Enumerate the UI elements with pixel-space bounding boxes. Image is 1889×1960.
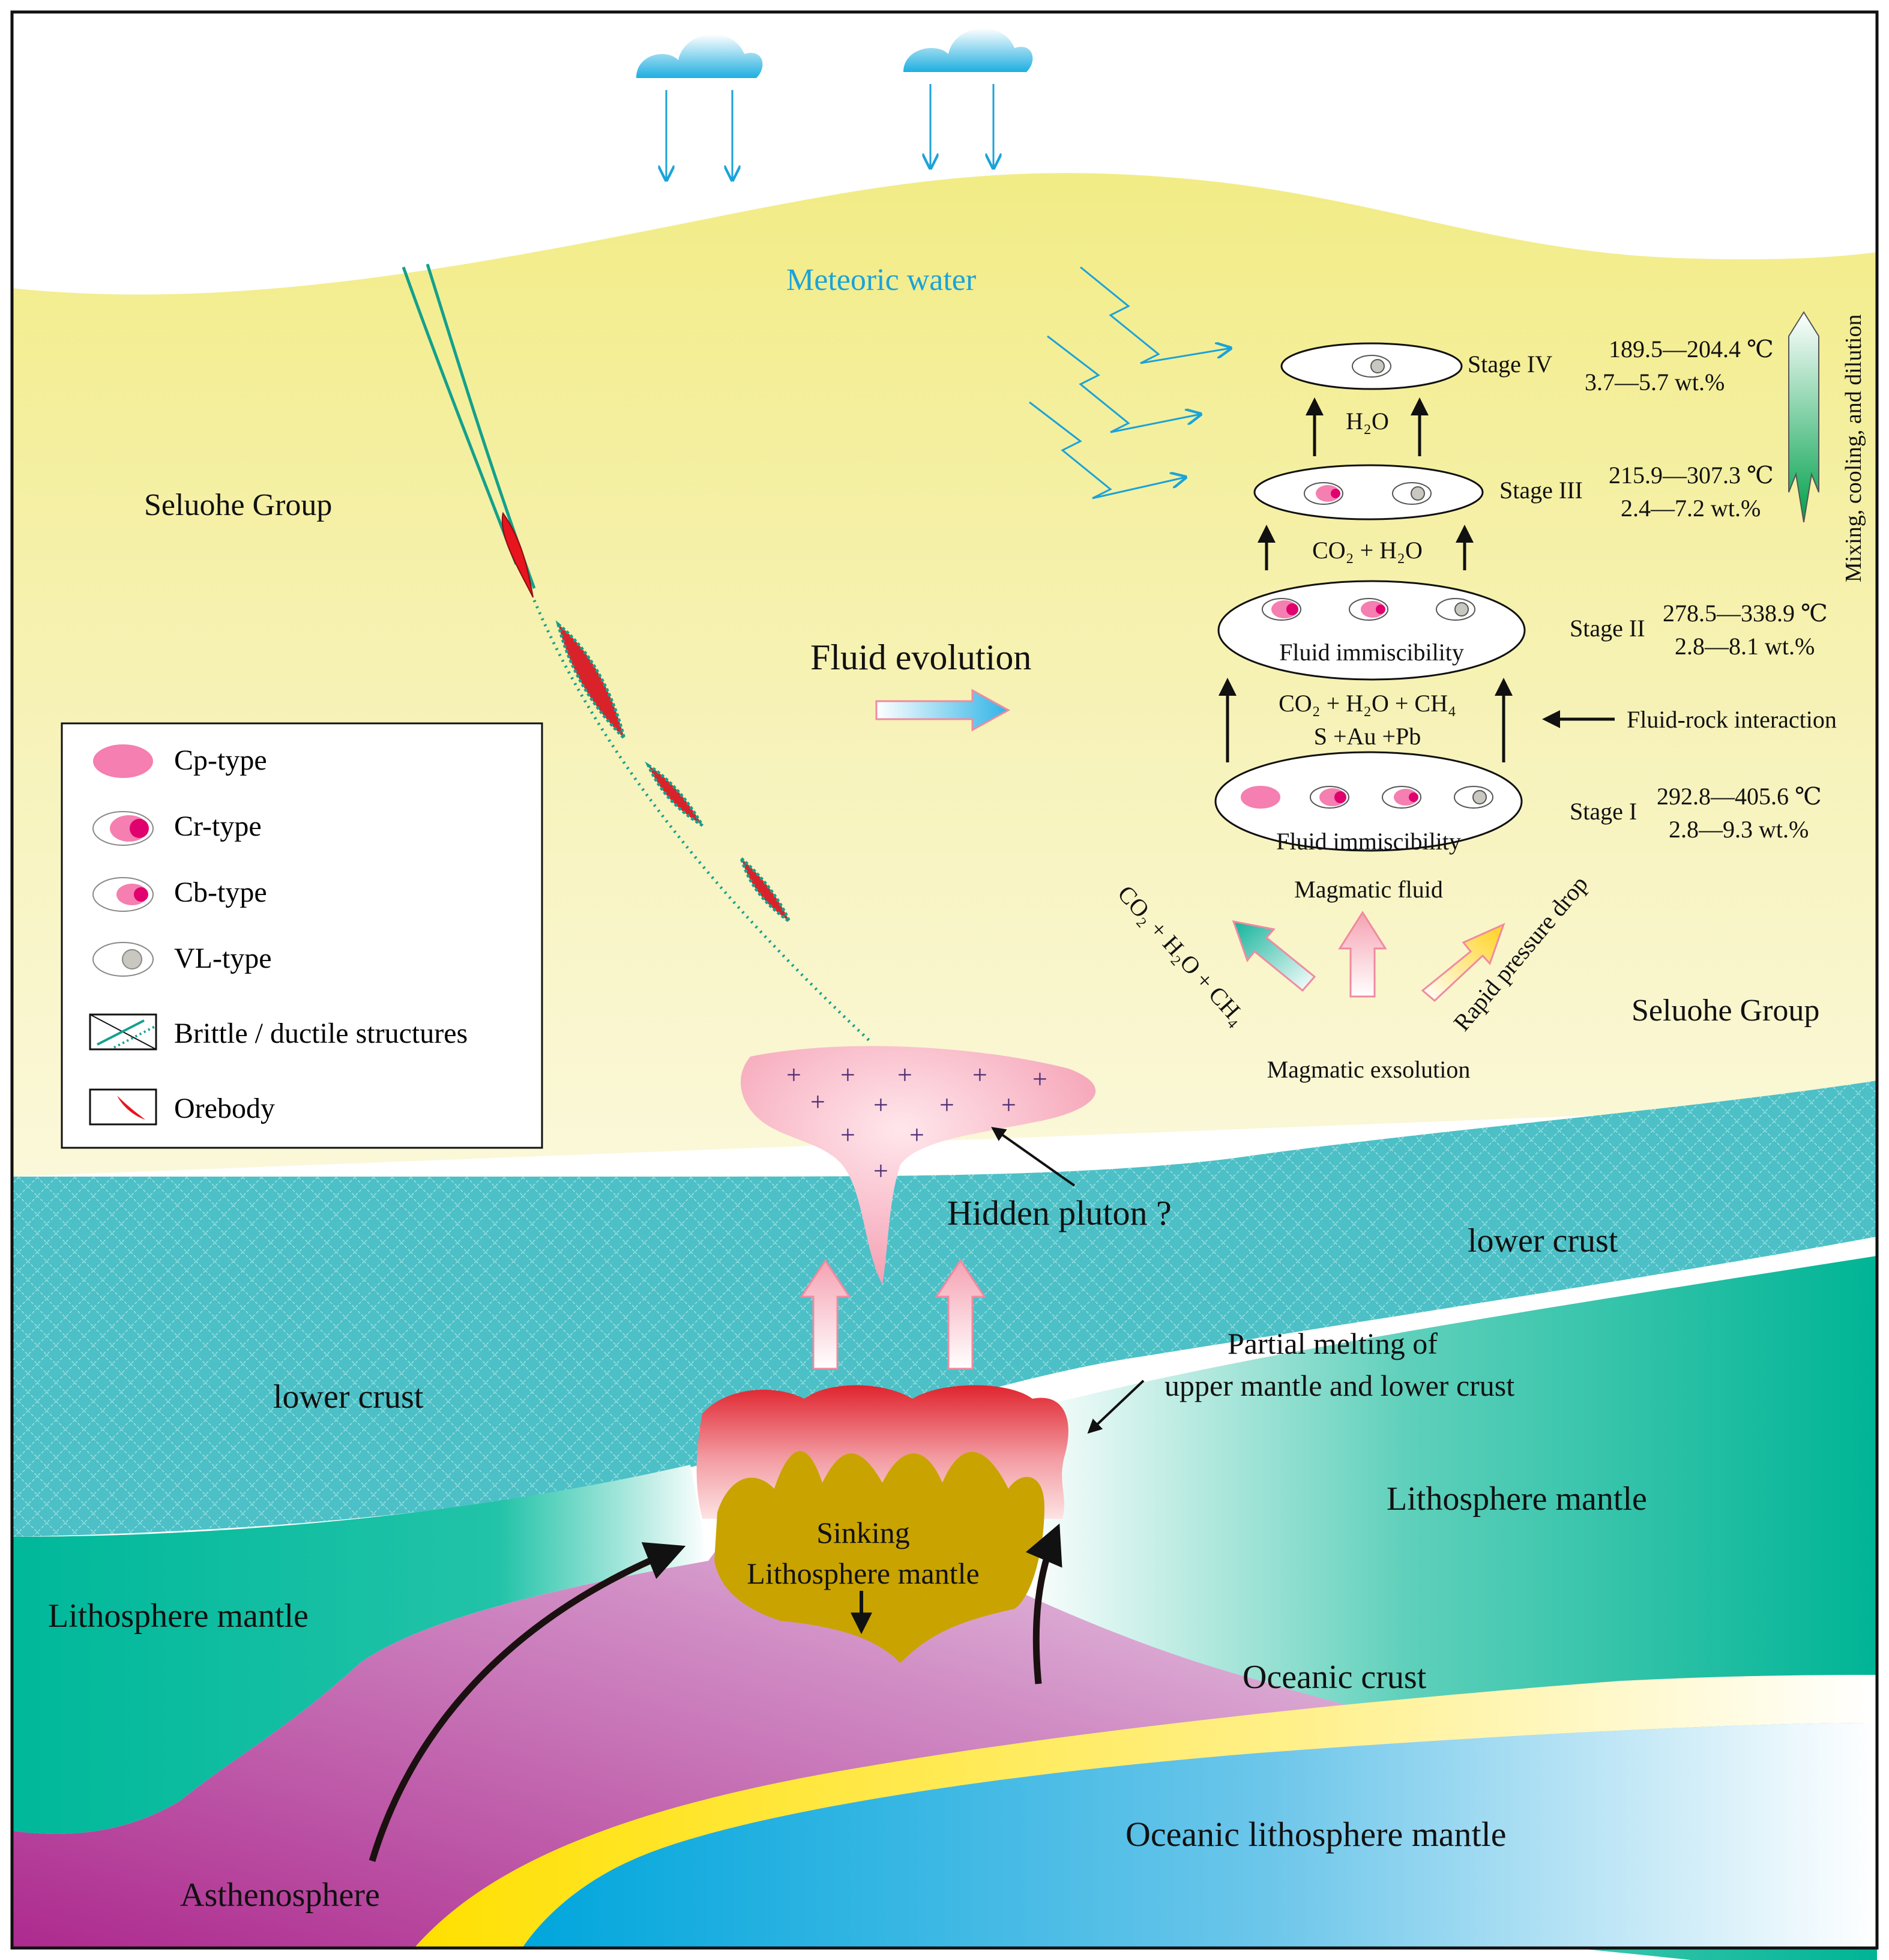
svg-text:+: + — [1032, 1064, 1047, 1094]
mantle-flow-arrows — [369, 1523, 1062, 1862]
svg-text:Brittle / ductile structures: Brittle / ductile structures — [174, 1018, 468, 1049]
outer-frame — [10, 10, 1879, 1950]
svg-text:+: + — [786, 1060, 801, 1090]
fluid-rock-label: Fluid-rock interaction — [1627, 706, 1837, 733]
lithosphere-mantle-left — [12, 1465, 708, 1834]
oceanic-crust-layer — [414, 1675, 1877, 1948]
svg-text:+: + — [939, 1090, 954, 1120]
stage-iii-name: Stage III — [1499, 477, 1583, 504]
orebody-icon — [89, 1088, 157, 1126]
lower-crust-layer — [12, 1081, 1877, 1537]
orebody — [645, 761, 704, 827]
seluohe-group-left-label: Seluohe Group — [144, 488, 332, 522]
svg-text:Cb-type: Cb-type — [174, 876, 267, 908]
svg-text:+: + — [840, 1120, 855, 1150]
stage-ii-temp: 278.5—338.9 ℃ — [1663, 600, 1828, 627]
orebody — [738, 854, 793, 926]
meteoric-zigzag-arrows — [1029, 266, 1231, 499]
mixing-label: Mixing, cooling, and dilution — [1841, 315, 1866, 582]
sinking-label-1: Sinking — [816, 1516, 910, 1549]
svg-text:+: + — [909, 1120, 924, 1150]
oceanic-lithosphere-mantle-label: Oceanic lithosphere mantle — [1125, 1815, 1507, 1854]
stage-i-temp: 292.8—405.6 ℃ — [1657, 783, 1822, 810]
magmatic-exsolution-label: Magmatic exsolution — [1267, 1056, 1471, 1083]
svg-text:+: + — [897, 1060, 912, 1090]
svg-text:+: + — [873, 1156, 888, 1186]
seluohe-group-right-label: Seluohe Group — [1631, 994, 1819, 1028]
transition-iii-ii: CO₂ + H₂O — [1312, 537, 1423, 564]
stage-ii-salinity: 2.8—8.1 wt.% — [1675, 633, 1815, 660]
diagram-labels: Meteoric water Seluohe Group Seluohe Gro… — [48, 263, 1866, 1914]
stage-iii-temp: 215.9—307.3 ℃ — [1609, 462, 1774, 489]
partial-melting-label-2: upper mantle and lower crust — [1164, 1369, 1514, 1402]
svg-text:+: + — [873, 1090, 888, 1120]
stage-i-caption: Fluid immiscibility — [1276, 828, 1461, 855]
svg-text:Orebody: Orebody — [174, 1093, 275, 1124]
oceanic-crust-label: Oceanic crust — [1243, 1659, 1427, 1696]
svg-text:+: + — [972, 1060, 987, 1090]
magma-ascent-arrows — [800, 1259, 986, 1370]
lithosphere-mantle-right-label: Lithosphere mantle — [1387, 1480, 1647, 1518]
svg-text:+: + — [840, 1060, 855, 1090]
fluid-evolution-label: Fluid evolution — [810, 638, 1031, 677]
sinking-label-2: Lithosphere mantle — [747, 1557, 979, 1590]
transition-iv-iii: H₂O — [1346, 408, 1389, 435]
meteoric-water-source — [636, 28, 1231, 499]
svg-text:+: + — [810, 1087, 825, 1117]
oceanic-lithosphere-mantle-layer — [522, 1723, 1877, 1948]
svg-text:Cp-type: Cp-type — [174, 744, 267, 776]
legend-item-vl: VL-type — [92, 942, 272, 977]
stage-iii-salinity: 2.4—7.2 wt.% — [1621, 495, 1761, 522]
legend-item-orebody: Orebody — [89, 1088, 275, 1126]
svg-text:+: + — [1001, 1090, 1016, 1120]
cloud-icon — [903, 28, 1033, 73]
stage-ii-caption: Fluid immiscibility — [1279, 639, 1464, 666]
stage-iii-ellipse — [1253, 464, 1484, 520]
svg-text:Cr-type: Cr-type — [174, 810, 262, 842]
sinking-lithosphere-mantle — [714, 1451, 1044, 1663]
stage-iv-salinity: 3.7—5.7 wt.% — [1585, 369, 1725, 396]
orebody — [555, 620, 627, 744]
mixing-arrow — [1788, 311, 1819, 523]
stage-ii-name: Stage II — [1570, 615, 1645, 642]
partial-melting-pointer — [1087, 1380, 1145, 1434]
stage-iv-temp: 189.5—204.4 ℃ — [1609, 336, 1774, 363]
lower-crust-left-label: lower crust — [273, 1378, 424, 1416]
hidden-pluton: + + + + + + + + + + + + — [740, 1046, 1096, 1285]
meteoric-water-label: Meteoric water — [786, 263, 976, 297]
legend-box — [61, 722, 543, 1149]
transition-ii-i-1: CO₂ + H₂O + CH₄ — [1279, 690, 1456, 717]
stage-i-ellipse — [1214, 751, 1523, 852]
stage-arrows — [1219, 397, 1615, 762]
transition-ii-i-2: S +Au +Pb — [1314, 723, 1421, 750]
asthenosphere-layer — [12, 1465, 1621, 1948]
stage-i-salinity: 2.8—9.3 wt.% — [1669, 816, 1809, 843]
legend-item-cp: Cp-type — [93, 744, 267, 778]
legend-item-cr: Cr-type — [92, 810, 262, 846]
hidden-pluton-label: Hidden pluton ? — [947, 1193, 1172, 1232]
lower-crust-right-label: lower crust — [1468, 1222, 1618, 1259]
svg-text:VL-type: VL-type — [174, 942, 272, 974]
legend-item-cb: Cb-type — [92, 876, 267, 912]
legend: Cp-type Cr-type Cb-type VL-type Brittle … — [61, 722, 543, 1149]
fault-zone — [402, 264, 872, 1043]
stage-iv-name: Stage IV — [1468, 351, 1552, 378]
stage-i-name: Stage I — [1570, 798, 1637, 825]
asthenosphere-label: Asthenosphere — [180, 1877, 380, 1914]
magmatic-fluid-label: Magmatic fluid — [1294, 876, 1443, 903]
fluid-evolution-arrow — [875, 689, 1011, 732]
legend-item-structure: Brittle / ductile structures — [89, 1013, 468, 1051]
partial-melting-zone — [696, 1385, 1068, 1663]
partial-melting-label-1: Partial melting of — [1228, 1327, 1438, 1360]
inclusions — [1241, 355, 1493, 809]
cloud-icon — [636, 34, 763, 79]
cp-inclusion-icon — [93, 744, 153, 778]
lithosphere-mantle-left-label: Lithosphere mantle — [48, 1597, 309, 1635]
exsolution-arrows — [1232, 911, 1505, 1003]
orebody — [501, 511, 534, 598]
